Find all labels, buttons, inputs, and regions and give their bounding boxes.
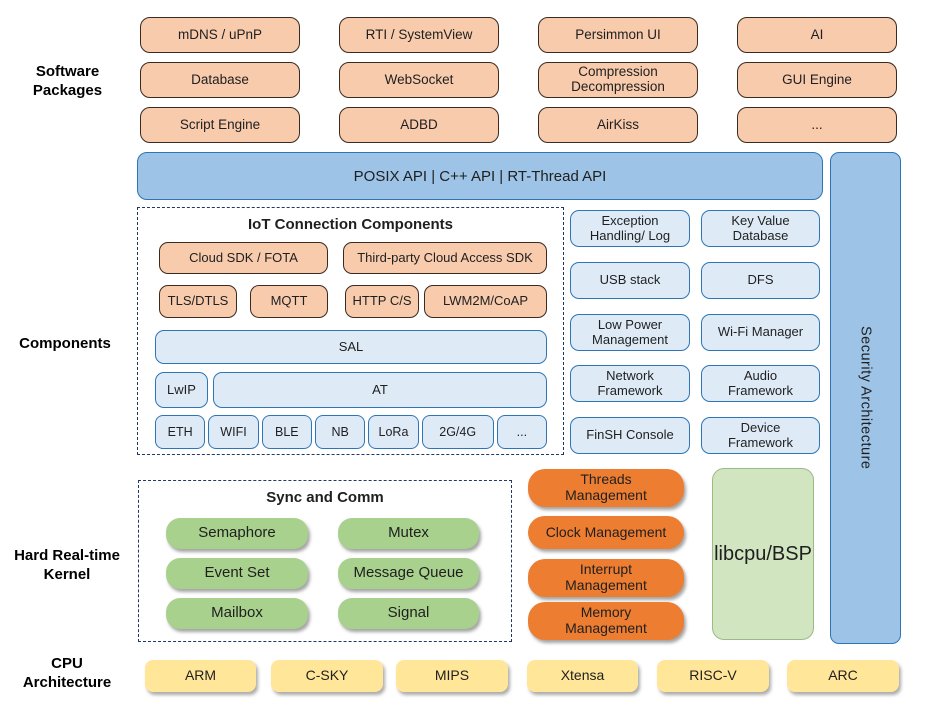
pkg-gui-engine: GUI Engine xyxy=(737,62,897,98)
box-exception-log: Exception Handling/ Log xyxy=(570,210,690,247)
box-device-framework: Device Framework xyxy=(701,417,820,454)
box-risc-v: RISC-V xyxy=(657,660,769,692)
box-cloud-sdk-fota: Cloud SDK / FOTA xyxy=(159,242,328,274)
box-network-framework: Network Framework xyxy=(570,365,690,402)
pkg-adbd: ADBD xyxy=(339,107,499,143)
box-dfs: DFS xyxy=(701,262,820,299)
box-ble: BLE xyxy=(261,415,312,449)
security-architecture-label: Security Architecture xyxy=(857,326,874,470)
box-at: AT xyxy=(213,372,547,408)
pkg-websocket: WebSocket xyxy=(339,62,499,98)
iot-components-box: IoT Connection Components Cloud SDK / FO… xyxy=(137,207,564,455)
box-eth: ETH xyxy=(155,415,206,449)
box-audio-framework: Audio Framework xyxy=(701,365,820,402)
pkg-persimmon-ui: Persimmon UI xyxy=(538,17,698,53)
box-xtensa: Xtensa xyxy=(527,660,638,692)
box-interrupt-mgmt: Interrupt Management xyxy=(528,559,684,597)
pkg-rti-systemview: RTI / SystemView xyxy=(339,17,499,53)
software-packages-grid: mDNS / uPnP RTI / SystemView Persimmon U… xyxy=(140,17,897,143)
pkg-script-engine: Script Engine xyxy=(140,107,300,143)
security-architecture-bar: Security Architecture xyxy=(830,152,901,644)
box-key-value-db: Key Value Database xyxy=(701,210,820,247)
box-threads-mgmt: Threads Management xyxy=(528,469,684,507)
box-arc: ARC xyxy=(787,660,899,692)
box-mqtt: MQTT xyxy=(250,285,328,318)
pkg-mdns-upnp: mDNS / uPnP xyxy=(140,17,300,53)
box-finsh-console: FinSH Console xyxy=(570,417,690,454)
box-nb: NB xyxy=(314,415,366,449)
box-lwip: LwIP xyxy=(155,372,208,408)
box-link-more: ... xyxy=(496,415,548,449)
box-tls-dtls: TLS/DTLS xyxy=(159,285,237,318)
box-sal: SAL xyxy=(155,330,547,364)
box-wifi-manager: Wi-Fi Manager xyxy=(701,314,820,351)
box-lwm2m-coap: LWM2M/CoAP xyxy=(424,285,547,318)
pkg-database: Database xyxy=(140,62,300,98)
label-kernel: Hard Real-time Kernel xyxy=(14,547,120,583)
iot-components-title: IoT Connection Components xyxy=(248,216,453,233)
pkg-compression-decompression: Compression Decompression xyxy=(538,62,698,98)
api-bar: POSIX API | C++ API | RT-Thread API xyxy=(137,152,823,200)
box-message-queue: Message Queue xyxy=(338,558,479,589)
box-mutex: Mutex xyxy=(338,518,479,549)
box-mailbox: Mailbox xyxy=(166,598,308,629)
box-memory-mgmt: Memory Management xyxy=(528,602,684,640)
pkg-ai: AI xyxy=(737,17,897,53)
label-software-packages: Software Packages xyxy=(32,63,103,99)
box-mips: MIPS xyxy=(396,660,508,692)
box-http-cs: HTTP C/S xyxy=(345,285,419,318)
link-layer-row: ETH WIFI BLE NB LoRa 2G/4G ... xyxy=(155,415,548,449)
box-libcpu-bsp: libcpu/BSP xyxy=(712,468,814,640)
label-components: Components xyxy=(19,335,111,352)
box-signal: Signal xyxy=(338,598,479,629)
box-event-set: Event Set xyxy=(166,558,308,589)
box-usb-stack: USB stack xyxy=(570,262,690,299)
sync-comm-title: Sync and Comm xyxy=(266,489,384,506)
box-c-sky: C-SKY xyxy=(271,660,383,692)
box-arm: ARM xyxy=(145,660,256,692)
label-cpu-architecture: CPU Architecture xyxy=(22,655,112,691)
box-lora: LoRa xyxy=(368,415,419,449)
box-third-party-cloud-sdk: Third-party Cloud Access SDK xyxy=(343,242,547,274)
sync-comm-box: Sync and Comm Semaphore Mutex Event Set … xyxy=(138,480,512,642)
box-2g4g: 2G/4G xyxy=(421,415,494,449)
box-semaphore: Semaphore xyxy=(166,518,308,549)
pkg-more: ... xyxy=(737,107,897,143)
box-low-power: Low Power Management xyxy=(570,314,690,351)
pkg-airkiss: AirKiss xyxy=(538,107,698,143)
box-wifi: WIFI xyxy=(208,415,259,449)
box-clock-mgmt: Clock Management xyxy=(528,516,684,549)
